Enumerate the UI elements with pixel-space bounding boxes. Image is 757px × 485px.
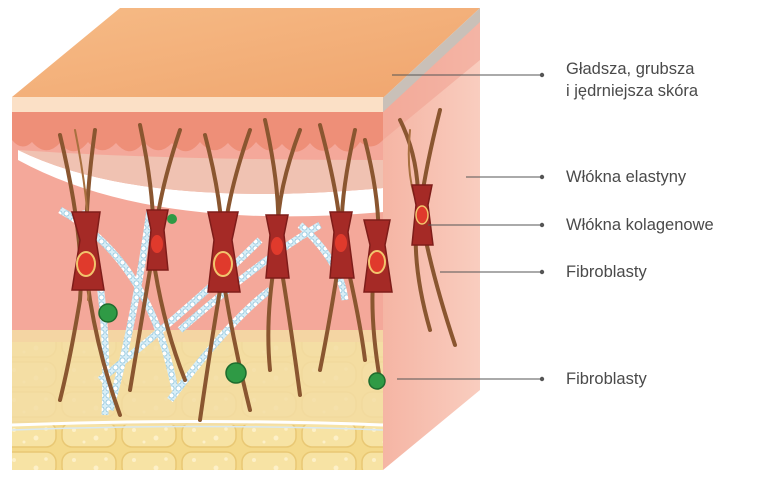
fibroblast-cell: [330, 212, 354, 278]
label-smoother-skin-line1: Gładsza, grubsza: [566, 58, 698, 80]
label-collagen-fibers: Włókna kolagenowe: [566, 214, 714, 236]
label-smoother-skin-line2: i jędrniejsza skóra: [566, 80, 698, 102]
epidermis-front-band: [12, 97, 383, 112]
label-elastin-fibers: Włókna elastyny: [566, 166, 686, 188]
label-smoother-skin: Gładsza, grubsza i jędrniejsza skóra: [566, 58, 698, 102]
fibroblast-cell: [147, 210, 168, 270]
fibroblast-cell: [412, 185, 433, 245]
label-fibroblasts-1: Fibroblasty: [566, 261, 647, 283]
fibroblast-cell: [266, 215, 289, 278]
label-fibroblasts-2: Fibroblasty: [566, 368, 647, 390]
